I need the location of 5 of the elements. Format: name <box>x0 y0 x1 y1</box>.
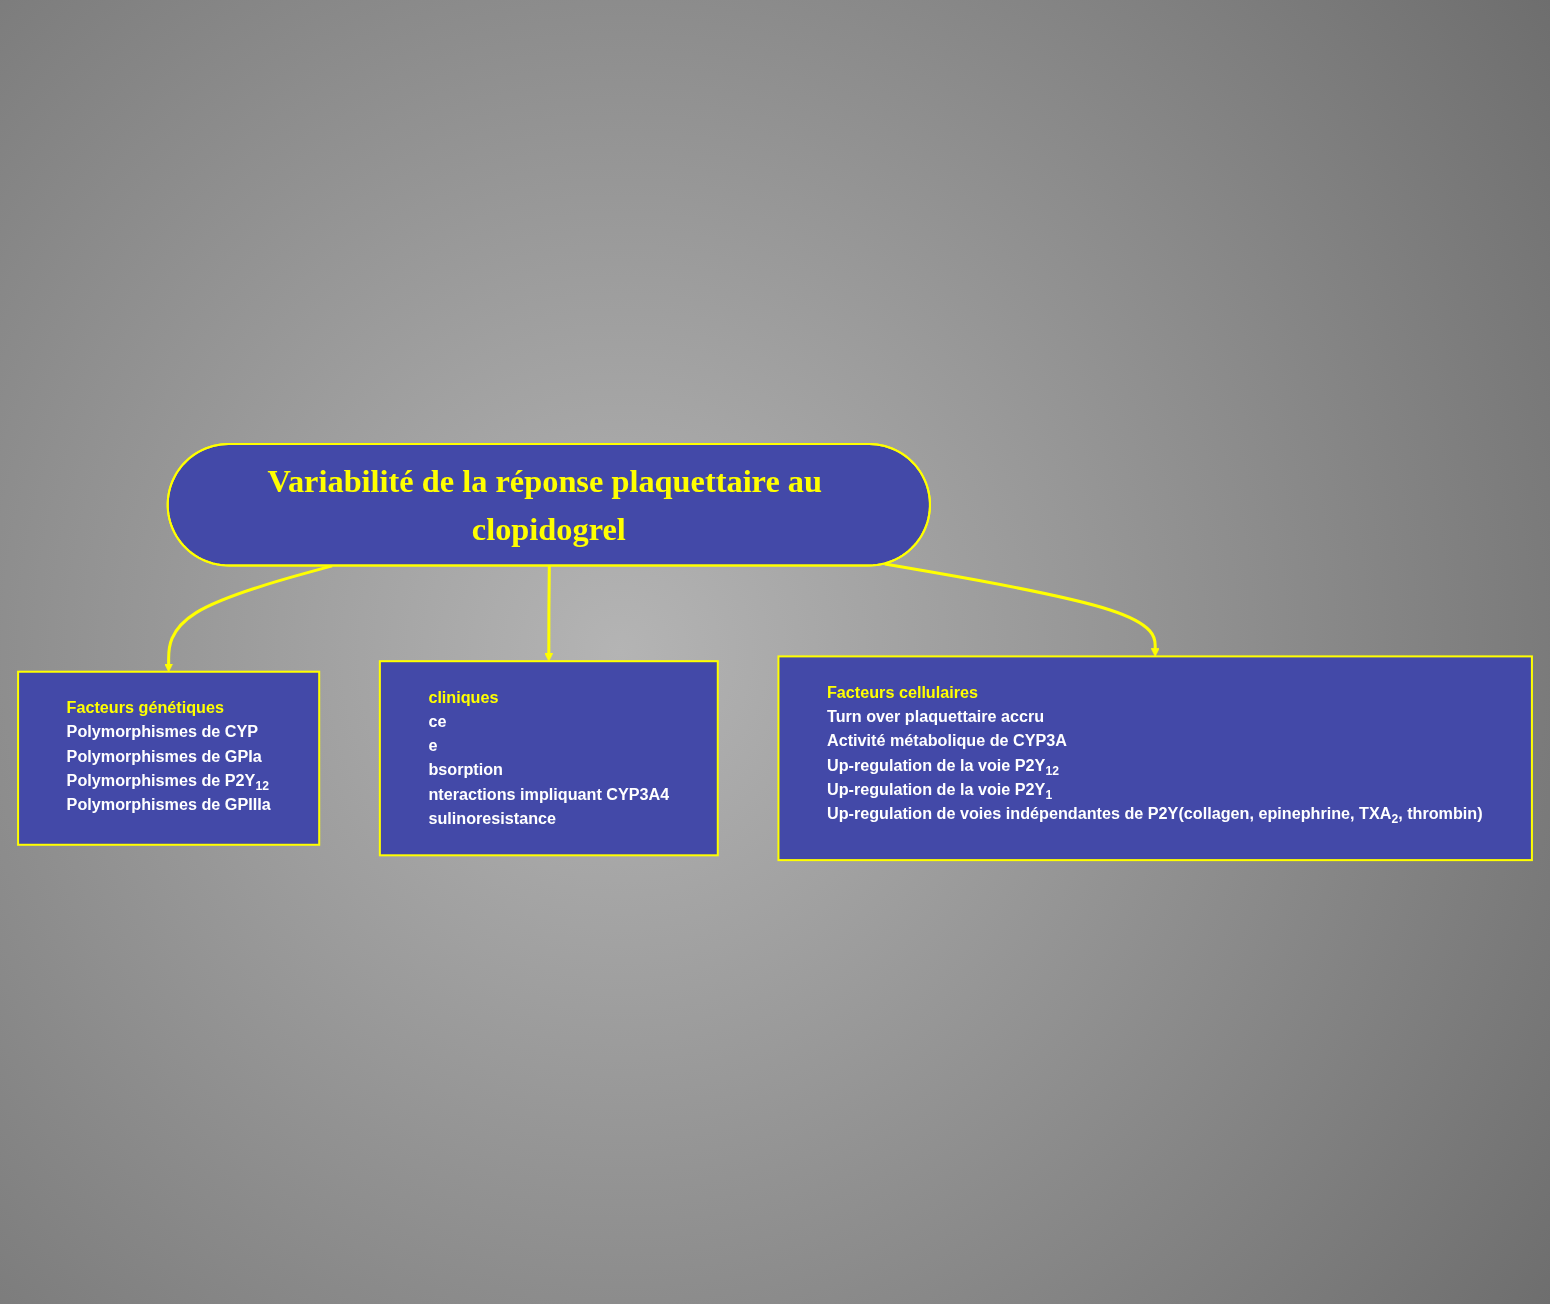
arrow <box>884 562 1160 657</box>
node-box: Facteurs génétiques Polymorphismes de CYP Polymorphismes de GPIa Polymorphismes de P2Y$_{12}$ Polymorphismes de GPIIIa <box>17 670 321 846</box>
arrow <box>544 565 554 662</box>
node-box: Facteurs cellulaires Turn over plaquettaire accru Activité métabolique de CYP3A Up-regulation de la voie P2Y$_{12}$ Up-regulation de la voie P2Y$_{1}$ Up-regulation de voies indépendantes de P2Y(collagen, epinephrine, TXA$_{2}$, thrombin) <box>777 655 1533 861</box>
node-box: cliniques ce e bsorption nteractions impliquant CYP3A4 sulinoresistance <box>378 660 719 857</box>
